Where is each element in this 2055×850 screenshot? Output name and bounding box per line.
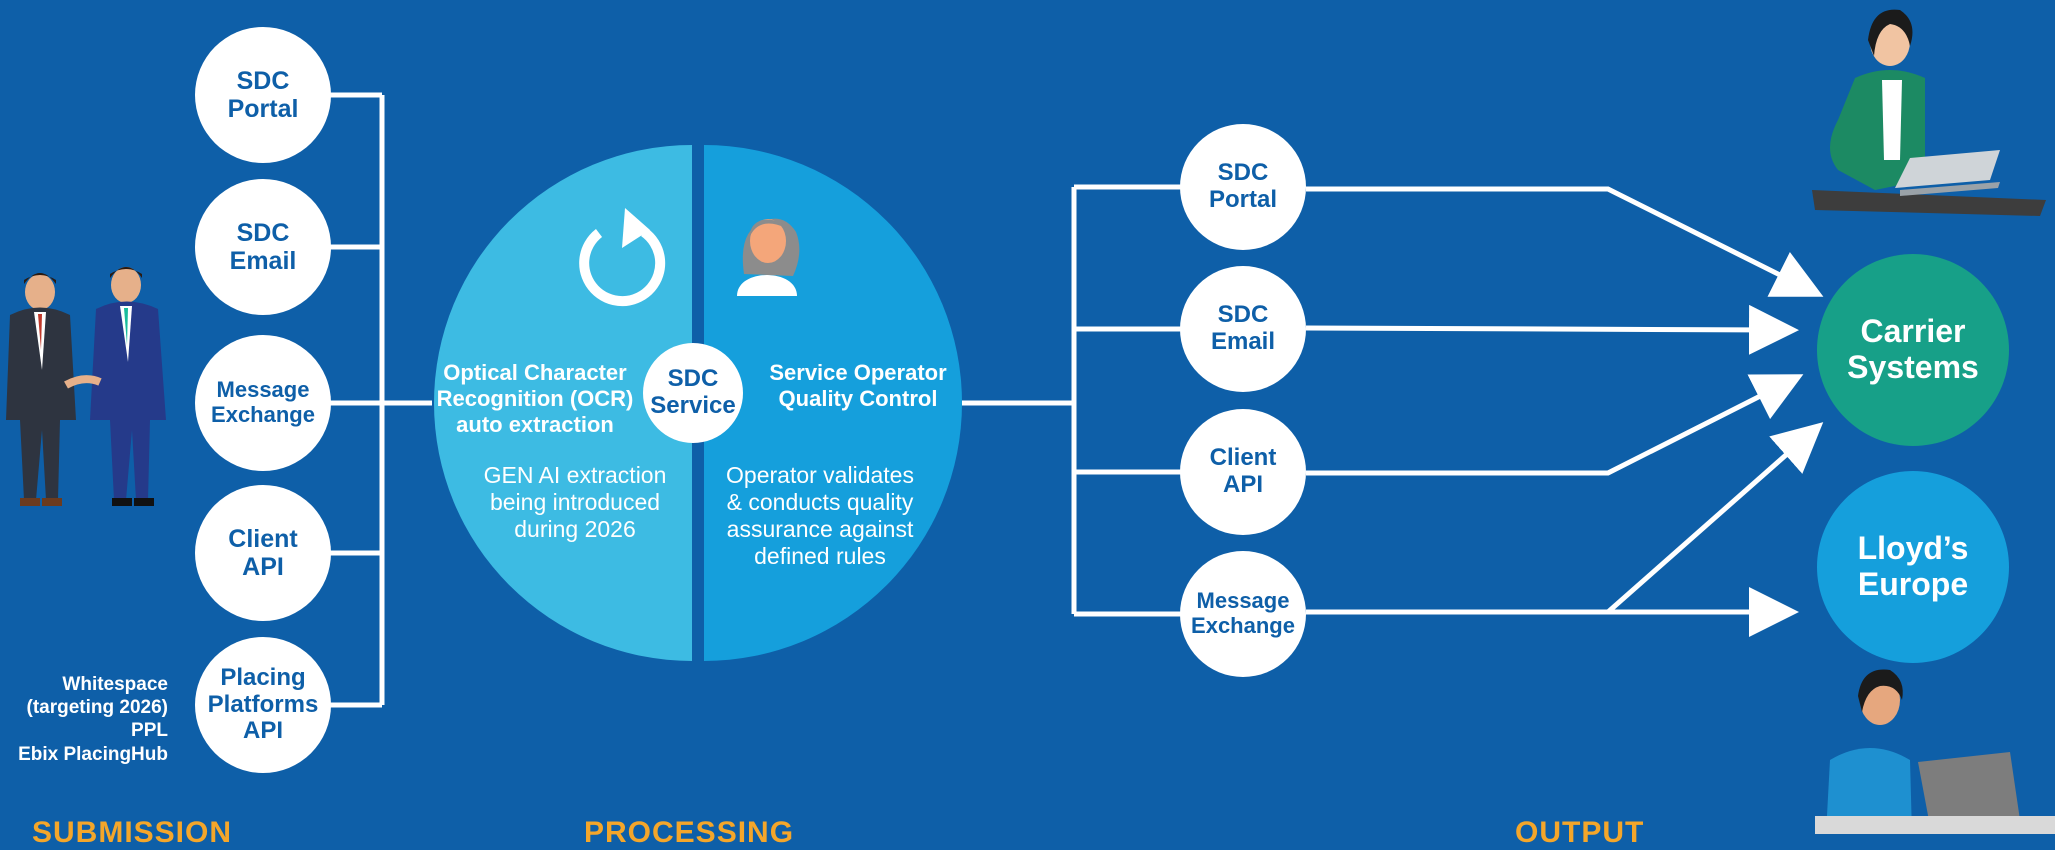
- output-connectors: [1071, 184, 1181, 617]
- placing-platforms-note: Whitespace (targeting 2026) PPL Ebix Pla…: [18, 674, 168, 765]
- section-heading-submission: SUBMISSION: [32, 816, 233, 849]
- man-laptop-illustration: [1815, 669, 2055, 834]
- lloyds-europe-circle: [1817, 471, 2009, 663]
- ocr-half-circle: [434, 145, 692, 661]
- operator-icon: [737, 218, 800, 296]
- output-arrows: [1305, 186, 1824, 637]
- output-circles: [1180, 124, 1306, 677]
- ocr-title: Optical Character Recognition (OCR) auto…: [436, 360, 634, 437]
- section-heading-processing: PROCESSING: [584, 816, 795, 849]
- section-heading-output: OUTPUT: [1515, 816, 1645, 849]
- submission-connectors: [330, 92, 432, 708]
- carrier-systems-circle: [1817, 254, 2009, 446]
- qc-description: Operator validates & conducts quality as…: [726, 462, 914, 570]
- businessmen-handshake-illustration: [6, 267, 166, 506]
- submission-circles: [195, 27, 331, 773]
- refresh-icon: [579, 208, 666, 307]
- ocr-description: GEN AI extraction being introduced durin…: [483, 462, 667, 543]
- woman-laptop-illustration: [1812, 9, 2046, 216]
- sdc-service-circle: [643, 343, 743, 443]
- qc-title: Service Operator Quality Control: [769, 360, 947, 411]
